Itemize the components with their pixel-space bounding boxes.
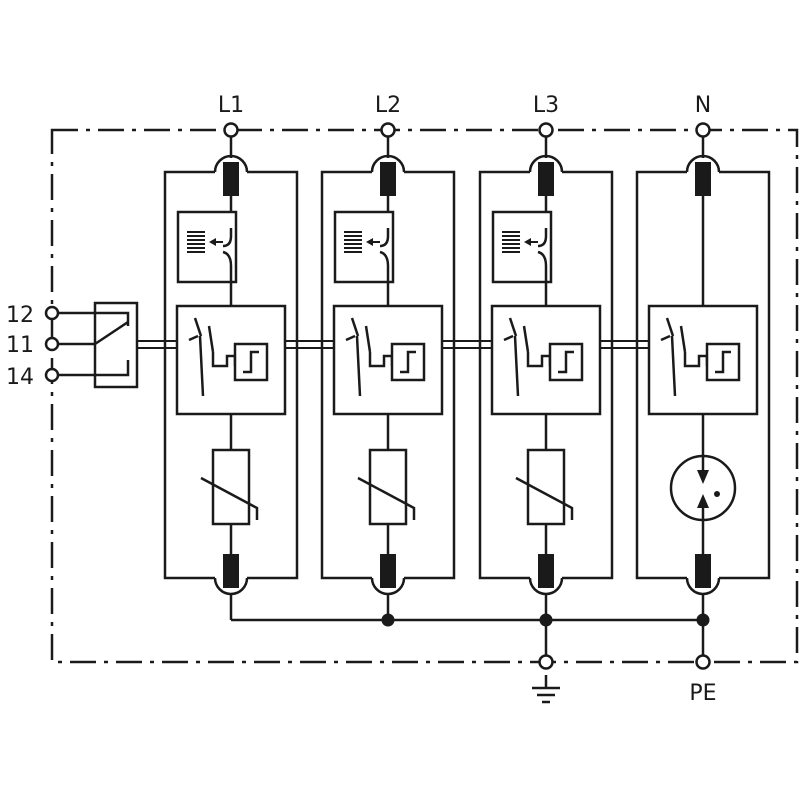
- switch-tick: [193, 317, 203, 337]
- switch-stem: [198, 335, 205, 397]
- top-terminal: [538, 122, 554, 138]
- fuse-icon: [695, 162, 711, 196]
- switch-hook: [503, 334, 514, 342]
- switch-stem: [355, 335, 362, 397]
- contact-top: [379, 228, 390, 248]
- contact-bottom: [537, 250, 548, 305]
- switch-hook: [660, 334, 671, 342]
- top-terminal: [695, 122, 711, 138]
- module-frame-left: [478, 170, 530, 580]
- fuse-icon: [380, 162, 396, 196]
- fuse-icon: [223, 162, 239, 196]
- switch-hook: [188, 334, 199, 342]
- arrow-head: [366, 238, 373, 246]
- arrow-head: [524, 238, 531, 246]
- module-frame-left: [320, 170, 372, 580]
- bottom-bus: [231, 613, 710, 662]
- indicator-step: [715, 350, 731, 374]
- plug-arc-top: [528, 154, 564, 173]
- switch-tick: [508, 317, 518, 337]
- thermal-disconnector-icon: [333, 210, 395, 284]
- fuse-icon: [223, 554, 239, 588]
- fuse-icon: [538, 162, 554, 196]
- module-frame-right: [719, 170, 771, 580]
- label-N: N: [695, 93, 711, 118]
- indicator-step: [558, 350, 574, 374]
- contact-bottom: [222, 250, 233, 305]
- label-L2: L2: [375, 93, 401, 118]
- protection-modules: [163, 122, 771, 620]
- switch-indicator-icon: [175, 304, 287, 416]
- plug-arc-top: [213, 154, 249, 173]
- module-frame-right: [404, 170, 456, 580]
- thermal-disconnector-icon: [176, 210, 238, 284]
- indicator-step: [400, 350, 416, 374]
- module-frame-right: [247, 170, 299, 580]
- top-terminal: [223, 122, 239, 138]
- fuse-icon: [380, 554, 396, 588]
- module-frame-left: [635, 170, 687, 580]
- gap-dot: [714, 491, 720, 497]
- switch-indicator-icon: [647, 304, 759, 416]
- pe-terminal: [695, 654, 711, 670]
- module-3: [478, 122, 614, 620]
- switch-stem: [513, 335, 520, 397]
- label-12: 12: [6, 303, 34, 328]
- module-frame-left: [163, 170, 215, 580]
- switch-blade: [679, 325, 687, 353]
- indicator-box: [390, 342, 426, 382]
- fuse-icon: [695, 554, 711, 588]
- switch-blade: [207, 325, 215, 353]
- switch-indicator-icon: [490, 304, 602, 416]
- switch-blade: [364, 325, 372, 353]
- label-L3: L3: [533, 93, 559, 118]
- contact-top: [537, 228, 548, 248]
- module-1: [163, 122, 299, 620]
- switch-tick: [665, 317, 675, 337]
- label-14: 14: [6, 365, 34, 390]
- switch-hook: [345, 334, 356, 342]
- indicator-step: [243, 350, 259, 374]
- module-4: [635, 122, 771, 620]
- mechanical-linkage: [137, 340, 650, 349]
- switch-indicator-icon: [332, 304, 444, 416]
- label-PE: PE: [689, 681, 716, 706]
- top-terminal: [380, 122, 396, 138]
- gap-arrow-up: [697, 494, 709, 508]
- plug-arc-top: [370, 154, 406, 173]
- switch-blade: [522, 325, 530, 353]
- varistor-slash: [515, 476, 574, 520]
- thermal-disconnector-icon: [491, 210, 553, 284]
- label-11: 11: [6, 333, 34, 358]
- varistor-slash: [357, 476, 416, 520]
- plug-arc-top: [685, 154, 721, 173]
- module-2: [320, 122, 456, 620]
- ground-terminal: [532, 654, 560, 704]
- housing-outline: [50, 128, 799, 664]
- gap-arrow-down: [697, 470, 709, 484]
- contact-bottom: [379, 250, 390, 305]
- varistor-slash: [200, 476, 259, 520]
- module-frame-right: [562, 170, 614, 580]
- arrow-head: [209, 238, 216, 246]
- switch-stem: [670, 335, 677, 397]
- fuse-icon: [538, 554, 554, 588]
- label-L1: L1: [218, 93, 244, 118]
- switch-tick: [350, 317, 360, 337]
- remote-contact: [44, 301, 139, 389]
- contact-top: [222, 228, 233, 248]
